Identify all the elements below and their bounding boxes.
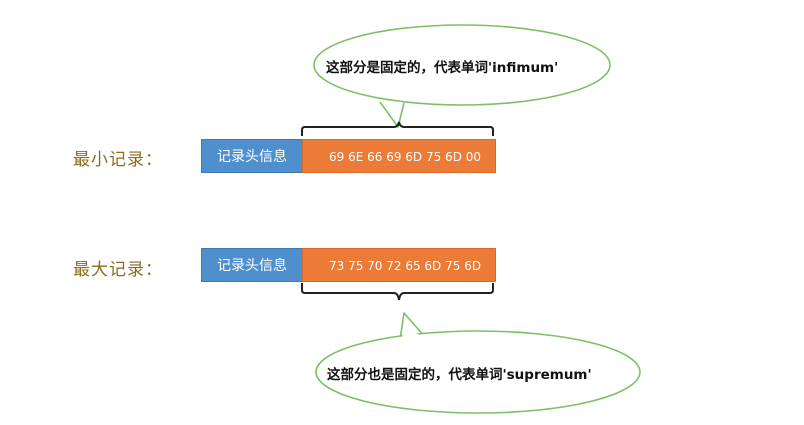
brace-top (301, 121, 494, 136)
callout-text-supremum: 这部分也是固定的，代表单词'supremum' (327, 367, 592, 383)
min-record-header-cell: 记录头信息 (201, 139, 303, 173)
brace-bottom (301, 283, 494, 301)
max-record-header-cell: 记录头信息 (201, 248, 303, 282)
callout-bubble-bottom (315, 330, 641, 414)
min-record-data-cell: 69 6E 66 69 6D 75 6D 00 (302, 139, 496, 173)
max-record-data-cell: 73 75 70 72 65 6D 75 6D (302, 248, 496, 282)
min-record-label: 最小记录： (73, 150, 163, 170)
max-record-label: 最大记录： (73, 260, 163, 280)
callout-bubble-top-body (313, 24, 611, 106)
callout-text-infimum: 这部分是固定的，代表单词'infimum' (326, 60, 559, 76)
